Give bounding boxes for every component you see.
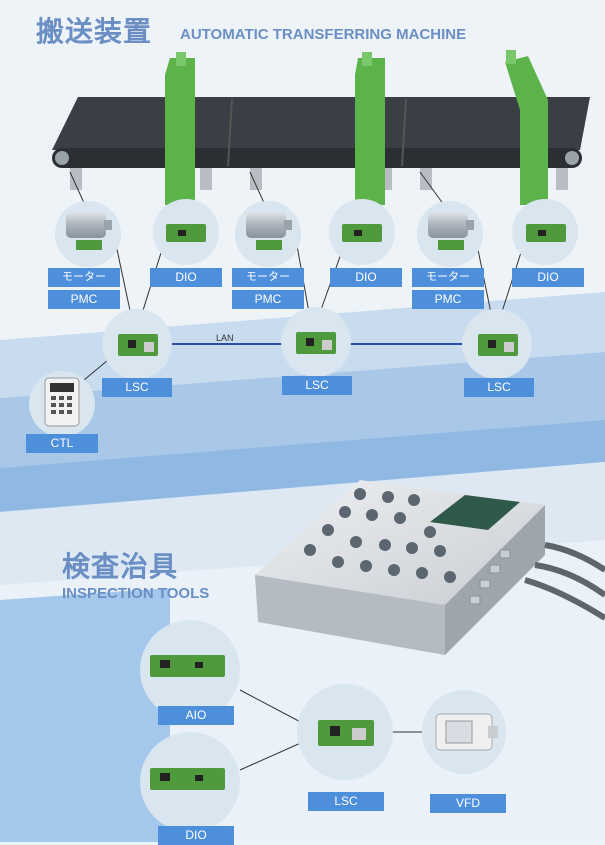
lsc-label: LSC: [308, 792, 384, 811]
section-title-transfer-jp: 搬送装置: [36, 10, 152, 50]
pmc-label: PMC: [48, 290, 120, 309]
lsc-label: LSC: [282, 376, 352, 395]
dio-label: DIO: [512, 268, 584, 287]
section-title-inspection-en: INSPECTION TOOLS: [62, 585, 209, 602]
handheld-controller-icon: [45, 378, 79, 426]
vfd-label: VFD: [430, 794, 506, 813]
motor-label: モーター: [48, 268, 120, 287]
motor-label: モーター: [232, 268, 304, 287]
aio-label: AIO: [158, 706, 234, 725]
vfd-icon: [436, 714, 498, 750]
robot-arm-1: [165, 52, 195, 205]
lsc-label: LSC: [102, 378, 172, 397]
dio-label: DIO: [150, 268, 222, 287]
pmc-label: PMC: [232, 290, 304, 309]
motor-label: モーター: [412, 268, 484, 287]
ctl-label: CTL: [26, 434, 98, 453]
lsc-label: LSC: [464, 378, 534, 397]
robot-arm-2: [355, 52, 385, 205]
dio-label: DIO: [158, 826, 234, 845]
section-title-transfer-en: AUTOMATIC TRANSFERRING MACHINE: [180, 26, 466, 43]
dio-label: DIO: [330, 268, 402, 287]
section-title-inspection-jp: 検査治具: [62, 545, 178, 585]
pmc-label: PMC: [412, 290, 484, 309]
lan-label: LAN: [216, 333, 234, 343]
conveyor: [52, 97, 590, 190]
